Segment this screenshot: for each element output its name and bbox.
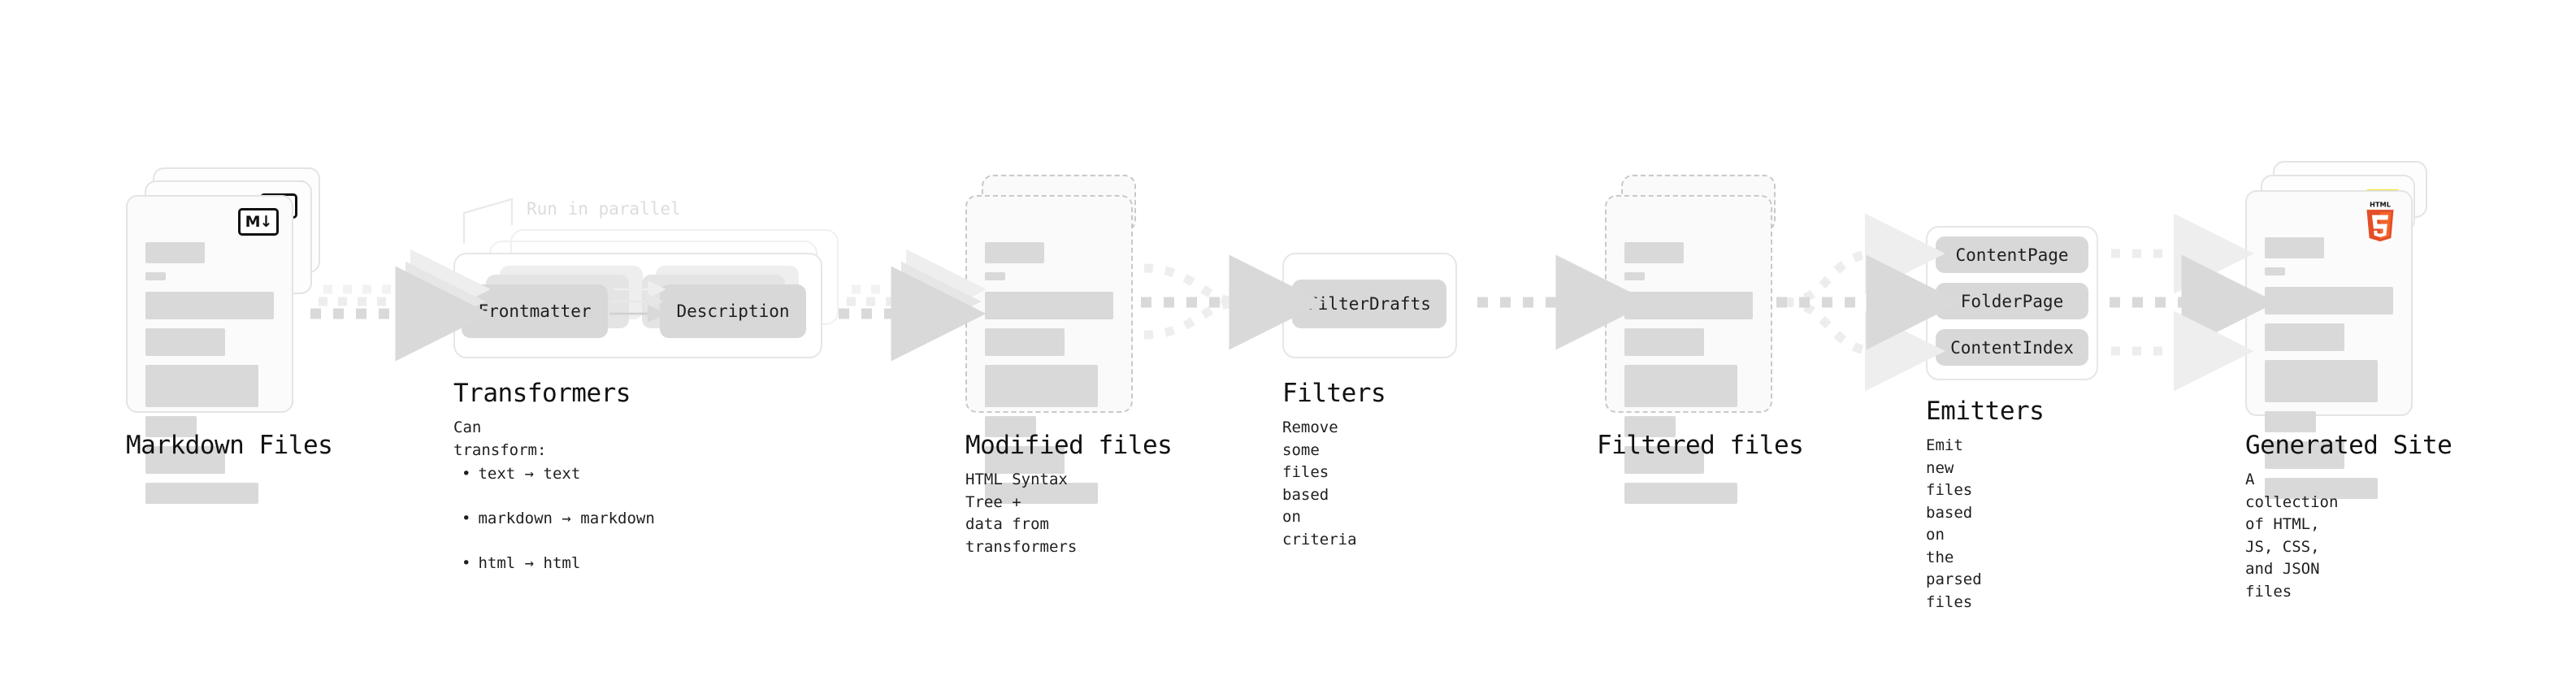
filtered-files-title: Filtered files [1597, 431, 1804, 460]
connector-modified-to-filters [1141, 254, 1325, 350]
chip-contentpage[interactable]: ContentPage [1936, 236, 2088, 273]
doc-bar [145, 416, 197, 437]
doc-bar [1624, 446, 1704, 474]
doc-bars [145, 242, 274, 513]
chip-frontmatter[interactable]: Frontmatter [462, 284, 608, 338]
doc-bar [985, 365, 1099, 407]
doc-bar [145, 242, 205, 263]
markdown-icon: M↓ [238, 208, 279, 236]
connector-emitters-to-site [2110, 213, 2277, 392]
doc-bar [2265, 478, 2379, 499]
doc-bar [2265, 287, 2393, 314]
chip-folderpage[interactable]: FolderPage [1936, 283, 2088, 319]
emitters-title: Emitters [1926, 397, 2045, 426]
connector-md-to-transformers [310, 249, 491, 362]
transformers-title: Transformers [453, 379, 631, 408]
doc-bars [1624, 242, 1753, 513]
connector-filtered-to-emitters [1776, 213, 1962, 392]
markdown-doc-front: M↓ [126, 195, 293, 504]
generated-site-title: Generated Site [2245, 431, 2452, 460]
doc-bar [1624, 272, 1646, 280]
chip-description[interactable]: Description [660, 284, 806, 338]
doc-bar [1624, 292, 1753, 319]
doc-bar [985, 242, 1044, 263]
doc-bar [145, 292, 274, 319]
doc-bar [145, 272, 167, 280]
chip-filterdrafts[interactable]: FilterDrafts [1292, 280, 1446, 328]
connector-transformers-to-modified [839, 249, 987, 362]
generated-site-subtitle: A collection of HTML, JS, CSS, and JSON … [2245, 471, 2339, 601]
modified-files-title: Modified files [965, 431, 1173, 460]
bullet-html: html → html [462, 553, 655, 575]
doc-bar [1624, 365, 1738, 407]
doc-bar [1624, 242, 1684, 263]
doc-bar [2265, 411, 2317, 432]
svg-text:HTML: HTML [2370, 201, 2392, 209]
filtered-doc-front [1605, 195, 1772, 504]
doc-bar [985, 483, 1099, 504]
transformers-bullets: text → text markdown → markdown html → h… [462, 440, 655, 597]
transformers-subtitle: Can transform: [453, 419, 547, 459]
doc-bar [2265, 267, 2286, 275]
doc-bars [2265, 237, 2393, 508]
doc-bar [985, 272, 1006, 280]
run-in-parallel-bracket [462, 197, 514, 244]
doc-bar [2265, 441, 2344, 469]
doc-bar [985, 328, 1065, 356]
doc-bar [2265, 237, 2324, 258]
doc-bar [2265, 323, 2344, 351]
doc-bar [2265, 360, 2379, 402]
filters-subtitle: Remove some files based on criteria [1282, 419, 1357, 549]
doc-bar [1624, 483, 1738, 504]
doc-bar [985, 292, 1113, 319]
chip-contentindex[interactable]: ContentIndex [1936, 329, 2088, 366]
doc-bar [145, 365, 259, 407]
modified-doc-front [965, 195, 1133, 504]
bullet-text: text → text [462, 463, 655, 486]
doc-bar [145, 483, 259, 504]
doc-bars [985, 242, 1113, 513]
html5-icon: HTML [2362, 200, 2398, 242]
run-in-parallel-hint: Run in parallel [527, 199, 681, 219]
doc-bar [985, 416, 1037, 437]
doc-bar [1624, 328, 1704, 356]
site-doc-front: HTML [2245, 190, 2413, 499]
markdown-files-title: Markdown Files [126, 431, 333, 460]
doc-bar [985, 446, 1065, 474]
emitters-subtitle: Emit new files based on the parsed files [1926, 436, 1982, 611]
doc-bar [145, 328, 225, 356]
filters-title: Filters [1282, 379, 1386, 408]
doc-bar [1624, 416, 1676, 437]
modified-files-subtitle: HTML Syntax Tree + data from transformer… [965, 471, 1078, 556]
doc-bar [145, 446, 225, 474]
bullet-markdown: markdown → markdown [462, 508, 654, 531]
